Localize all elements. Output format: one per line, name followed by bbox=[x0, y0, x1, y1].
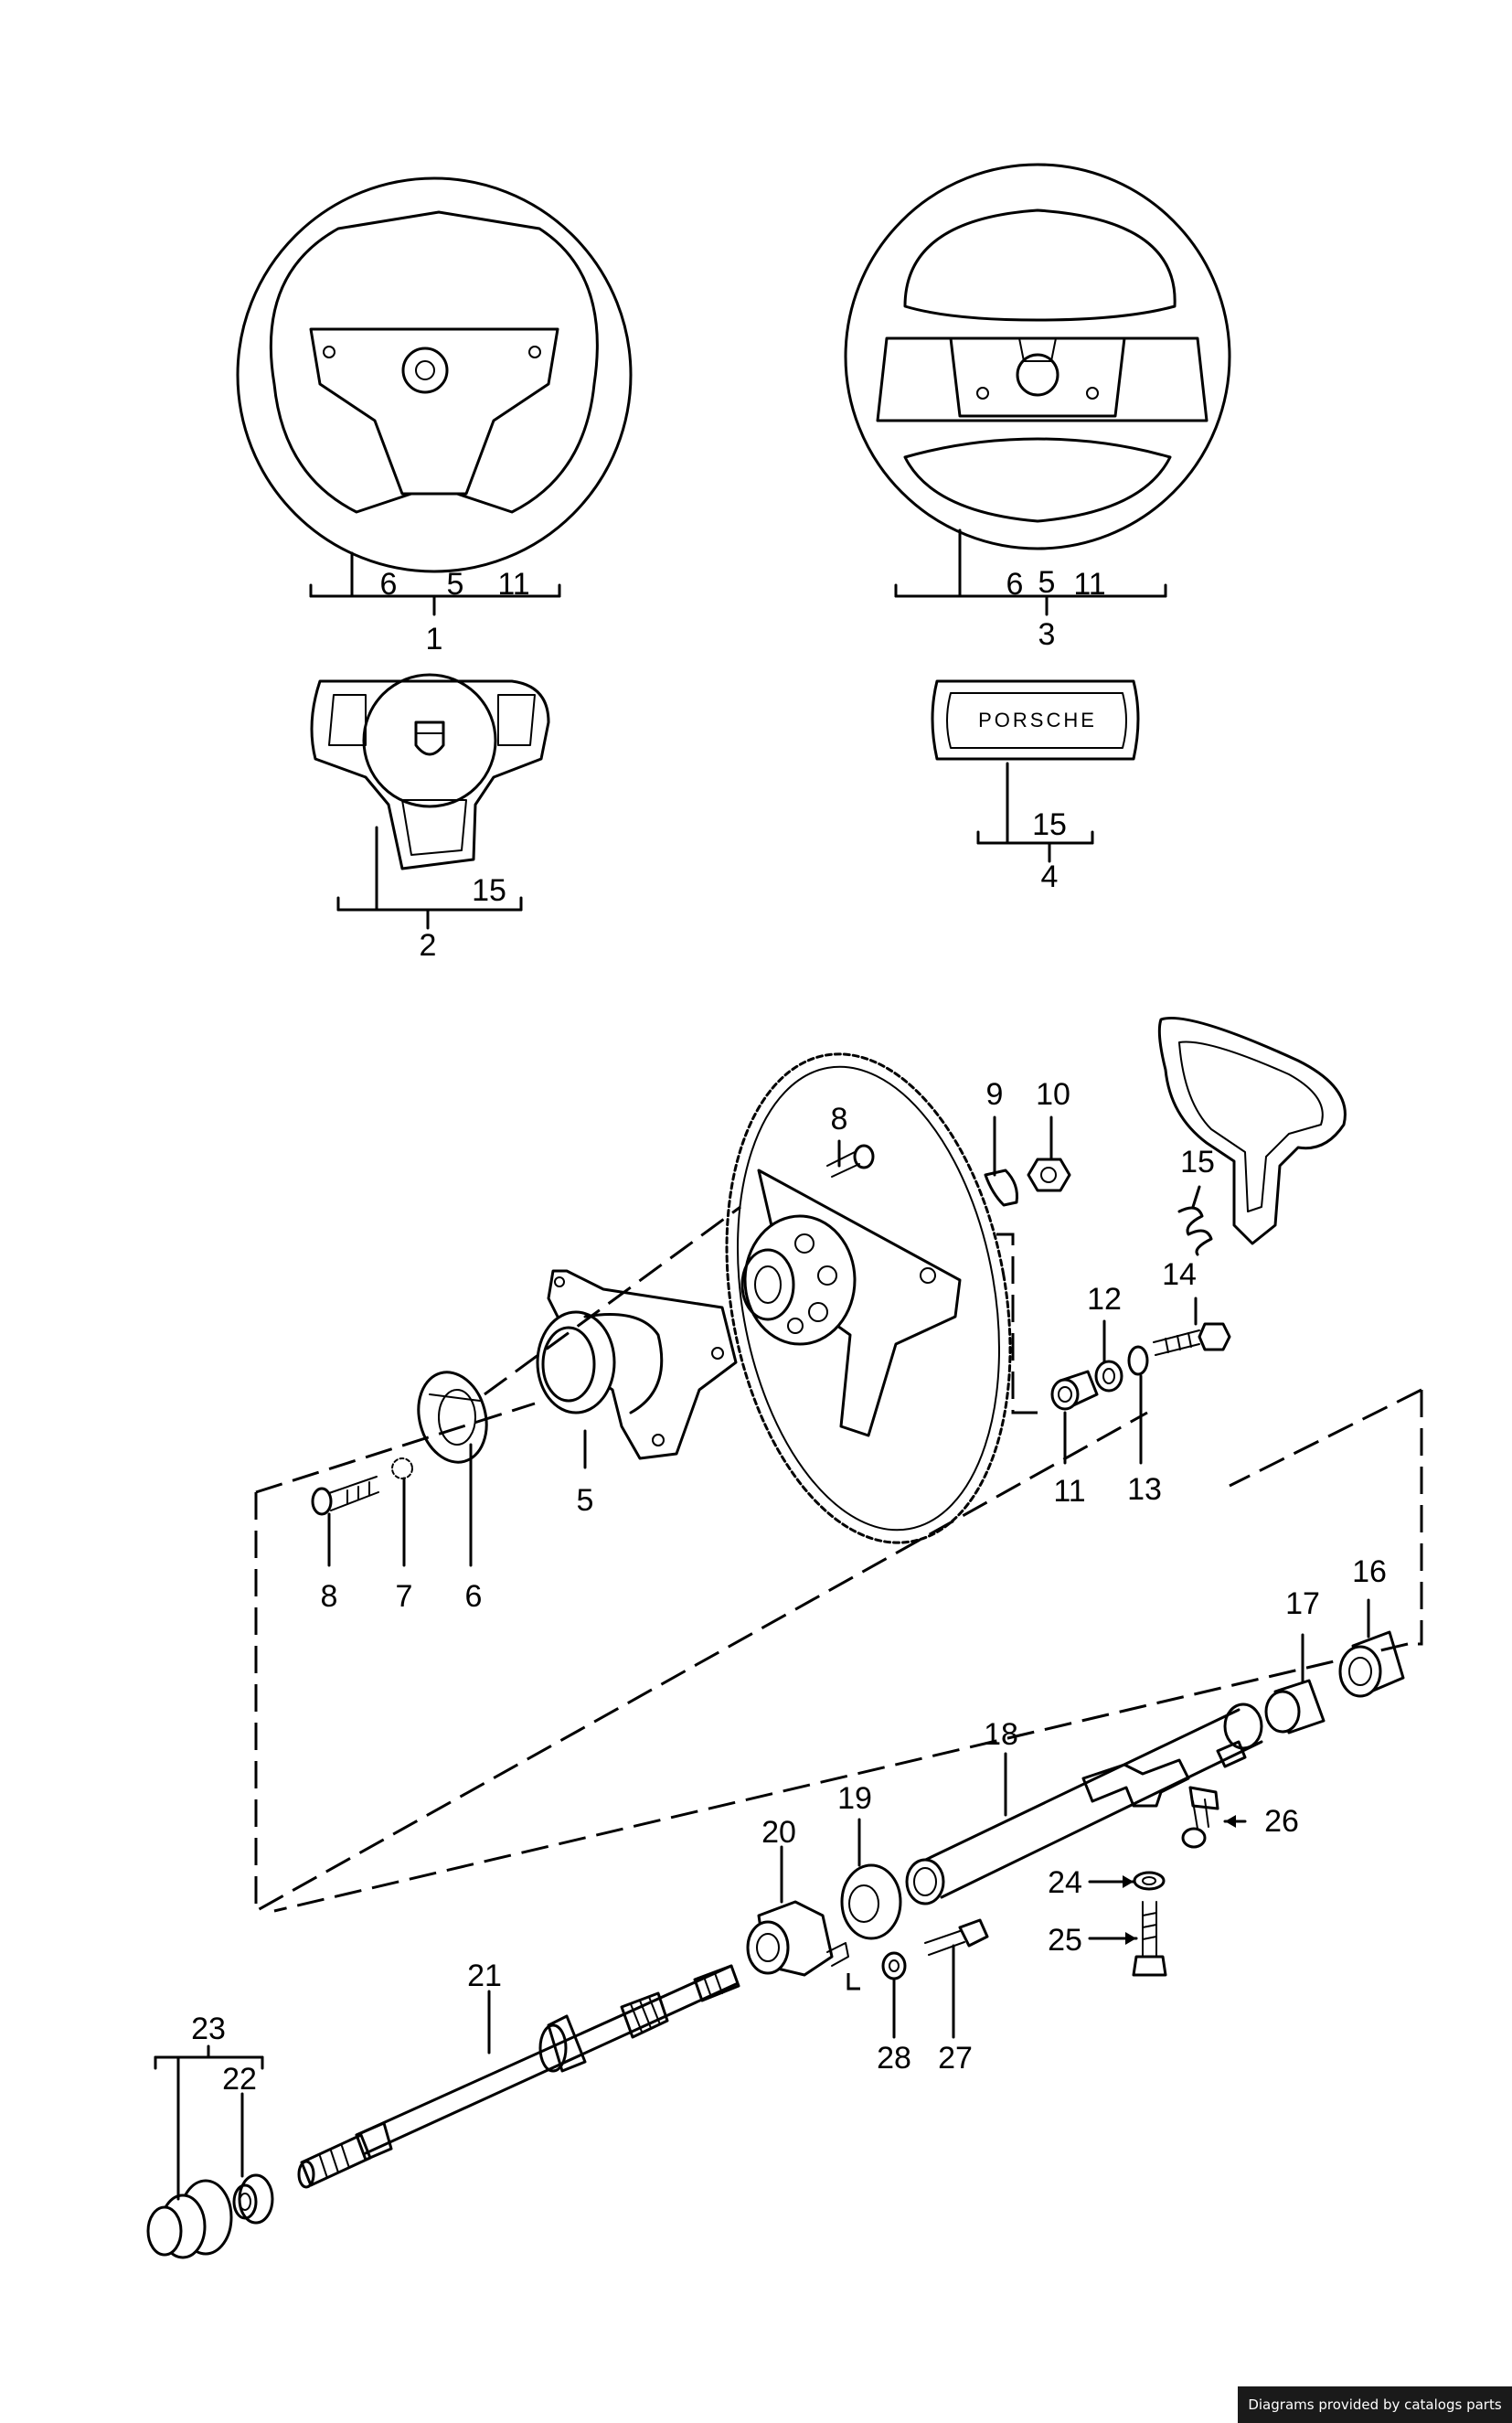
screw-part-8-lower[interactable] bbox=[311, 1476, 379, 1516]
spring-part-15[interactable] bbox=[1177, 1206, 1213, 1256]
horn-pad-crest[interactable] bbox=[310, 673, 550, 870]
washer-part-24[interactable] bbox=[1133, 1871, 1166, 1891]
steering-wheel-three-spoke[interactable] bbox=[236, 176, 633, 573]
label-item-2: 2 bbox=[420, 928, 437, 963]
label-part-5: 5 bbox=[1038, 565, 1056, 600]
horn-pad-porsche[interactable]: PORSCHE bbox=[931, 679, 1140, 761]
bushing-part-16[interactable] bbox=[1338, 1630, 1405, 1698]
label-part-23: 23 bbox=[191, 2012, 226, 2046]
label-part-15: 15 bbox=[1180, 1145, 1215, 1179]
label-part-18: 18 bbox=[984, 1717, 1018, 1752]
label-part-21: 21 bbox=[467, 1959, 502, 1993]
label-part-8: 8 bbox=[321, 1579, 338, 1614]
assembly-axis-line bbox=[484, 1205, 741, 1396]
hub-boss-part-5[interactable] bbox=[536, 1269, 738, 1460]
label-item-3: 3 bbox=[1038, 617, 1056, 652]
bushing-part-11[interactable] bbox=[1050, 1370, 1099, 1411]
callout-bracket-3 bbox=[894, 528, 1167, 616]
label-part-25: 25 bbox=[1048, 1923, 1082, 1958]
label-part-9: 9 bbox=[986, 1077, 1004, 1112]
label-part-5: 5 bbox=[577, 1483, 594, 1518]
screw-part-26[interactable] bbox=[1181, 1786, 1219, 1849]
label-part-26: 26 bbox=[1264, 1804, 1299, 1839]
lock-plate-part-9[interactable] bbox=[984, 1169, 1018, 1207]
callout-bracket-23 bbox=[154, 2044, 264, 2201]
credit-footer: Diagrams provided by catalogs parts bbox=[1238, 2386, 1512, 2423]
rubber-coupling-part-23[interactable] bbox=[146, 2179, 233, 2259]
bearing-bracket-line bbox=[847, 1973, 864, 1991]
washer-part-28[interactable] bbox=[881, 1951, 907, 1980]
label-part-22: 22 bbox=[222, 2062, 257, 2097]
label-part-11: 11 bbox=[1073, 567, 1105, 602]
label-part-28: 28 bbox=[877, 2041, 911, 2076]
callout-bracket-2 bbox=[336, 826, 523, 930]
leader-lines bbox=[327, 1115, 1370, 2055]
rubber-bushing-part-19[interactable] bbox=[840, 1863, 902, 1940]
horn-pad-exploded[interactable] bbox=[1157, 1016, 1347, 1245]
bolt-part-27[interactable] bbox=[924, 1918, 989, 1956]
label-part-14: 14 bbox=[1162, 1257, 1197, 1292]
label-item-1: 1 bbox=[426, 622, 443, 656]
label-part-15: 15 bbox=[1032, 807, 1067, 842]
contact-ring-part-6[interactable] bbox=[409, 1364, 495, 1469]
steering-wheel-four-spoke[interactable] bbox=[844, 163, 1231, 550]
lock-washer-part-7[interactable] bbox=[391, 1457, 413, 1479]
steering-shaft-part-21[interactable] bbox=[297, 1964, 740, 2189]
callout-bracket-1 bbox=[309, 551, 561, 616]
label-part-5: 5 bbox=[447, 567, 464, 602]
column-tube-part-18[interactable] bbox=[905, 1703, 1263, 1905]
screw-part-8-upper[interactable] bbox=[826, 1144, 875, 1178]
label-part-6: 6 bbox=[1006, 567, 1024, 602]
label-part-13: 13 bbox=[1127, 1472, 1162, 1507]
label-part-11: 11 bbox=[497, 567, 529, 602]
washer-part-12[interactable] bbox=[1094, 1360, 1123, 1393]
label-part-8: 8 bbox=[831, 1102, 848, 1137]
bolt-part-14[interactable] bbox=[1153, 1322, 1231, 1356]
bearing-part-22[interactable] bbox=[232, 2173, 274, 2225]
label-part-11: 11 bbox=[1053, 1474, 1085, 1509]
label-item-4: 4 bbox=[1041, 859, 1059, 894]
callout-bracket-4 bbox=[976, 762, 1094, 863]
label-part-7: 7 bbox=[396, 1579, 413, 1614]
nut-part-10[interactable] bbox=[1027, 1158, 1071, 1192]
porsche-lettering: PORSCHE bbox=[978, 709, 1097, 731]
label-part-24: 24 bbox=[1048, 1865, 1082, 1900]
label-part-6: 6 bbox=[380, 567, 398, 602]
label-part-12: 12 bbox=[1087, 1282, 1122, 1317]
column-assembly-frame bbox=[254, 1388, 1423, 1914]
label-part-15: 15 bbox=[472, 873, 506, 908]
wheel-rim-exploded[interactable] bbox=[690, 1031, 1046, 1565]
label-part-20: 20 bbox=[761, 1815, 796, 1850]
label-part-10: 10 bbox=[1036, 1077, 1070, 1112]
label-part-19: 19 bbox=[837, 1781, 872, 1816]
column-axis-line bbox=[273, 1642, 1409, 1913]
label-part-17: 17 bbox=[1285, 1586, 1320, 1621]
label-part-16: 16 bbox=[1352, 1554, 1387, 1589]
spring-washer-part-13[interactable] bbox=[1127, 1345, 1149, 1376]
bearing-housing-part-20[interactable] bbox=[746, 1900, 849, 1977]
assembly-bracket-right bbox=[996, 1233, 1038, 1414]
bearing-sleeve-part-17[interactable] bbox=[1264, 1679, 1326, 1735]
label-part-6: 6 bbox=[465, 1579, 483, 1614]
wheel-hub-spokes[interactable] bbox=[740, 1169, 962, 1437]
label-part-27: 27 bbox=[938, 2041, 973, 2076]
bolt-part-25[interactable] bbox=[1132, 1901, 1167, 1977]
leader-arrowheads bbox=[1123, 1815, 1236, 1945]
